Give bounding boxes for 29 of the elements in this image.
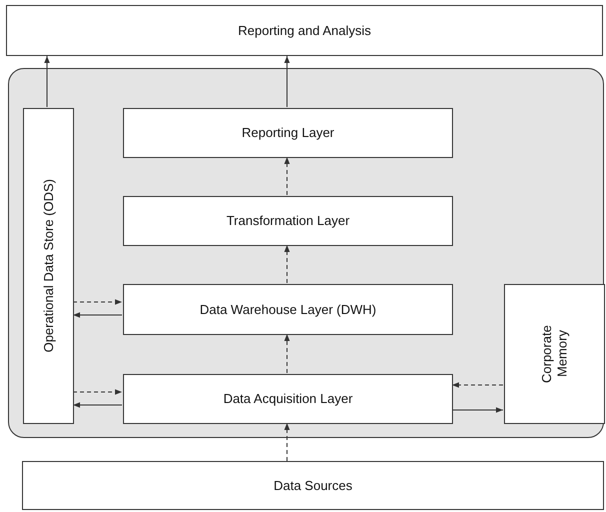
layer-box	[22, 461, 604, 510]
arrow	[452, 407, 504, 413]
node-label: Data Sources	[274, 478, 352, 494]
arrow	[452, 382, 504, 388]
node-label: Transformation Layer	[226, 213, 350, 229]
node-label: Data Acquisition Layer	[223, 391, 353, 407]
layer-box	[123, 284, 453, 335]
arrow	[284, 156, 290, 196]
node-label: Data Warehouse Layer (DWH)	[200, 302, 376, 318]
layer-box	[504, 284, 605, 424]
group-panel	[8, 68, 604, 438]
node-label: Reporting Layer	[242, 125, 334, 141]
arrow	[72, 299, 122, 305]
layer-box	[6, 5, 603, 56]
layer-box	[123, 108, 453, 158]
node-label: Reporting and Analysis	[238, 22, 371, 38]
layer-box	[123, 196, 453, 246]
arrow	[284, 56, 290, 108]
layer-box	[23, 108, 74, 424]
arrow	[72, 402, 122, 408]
arrow	[72, 312, 122, 318]
arrow	[44, 56, 50, 108]
arrow	[284, 244, 290, 284]
arrow	[72, 389, 122, 395]
layer-box	[123, 374, 453, 424]
arrow	[284, 334, 290, 374]
node-label: Operational Data Store (ODS)	[40, 179, 56, 353]
arrow	[284, 422, 290, 462]
node-label: Corporate Memory	[538, 324, 570, 385]
